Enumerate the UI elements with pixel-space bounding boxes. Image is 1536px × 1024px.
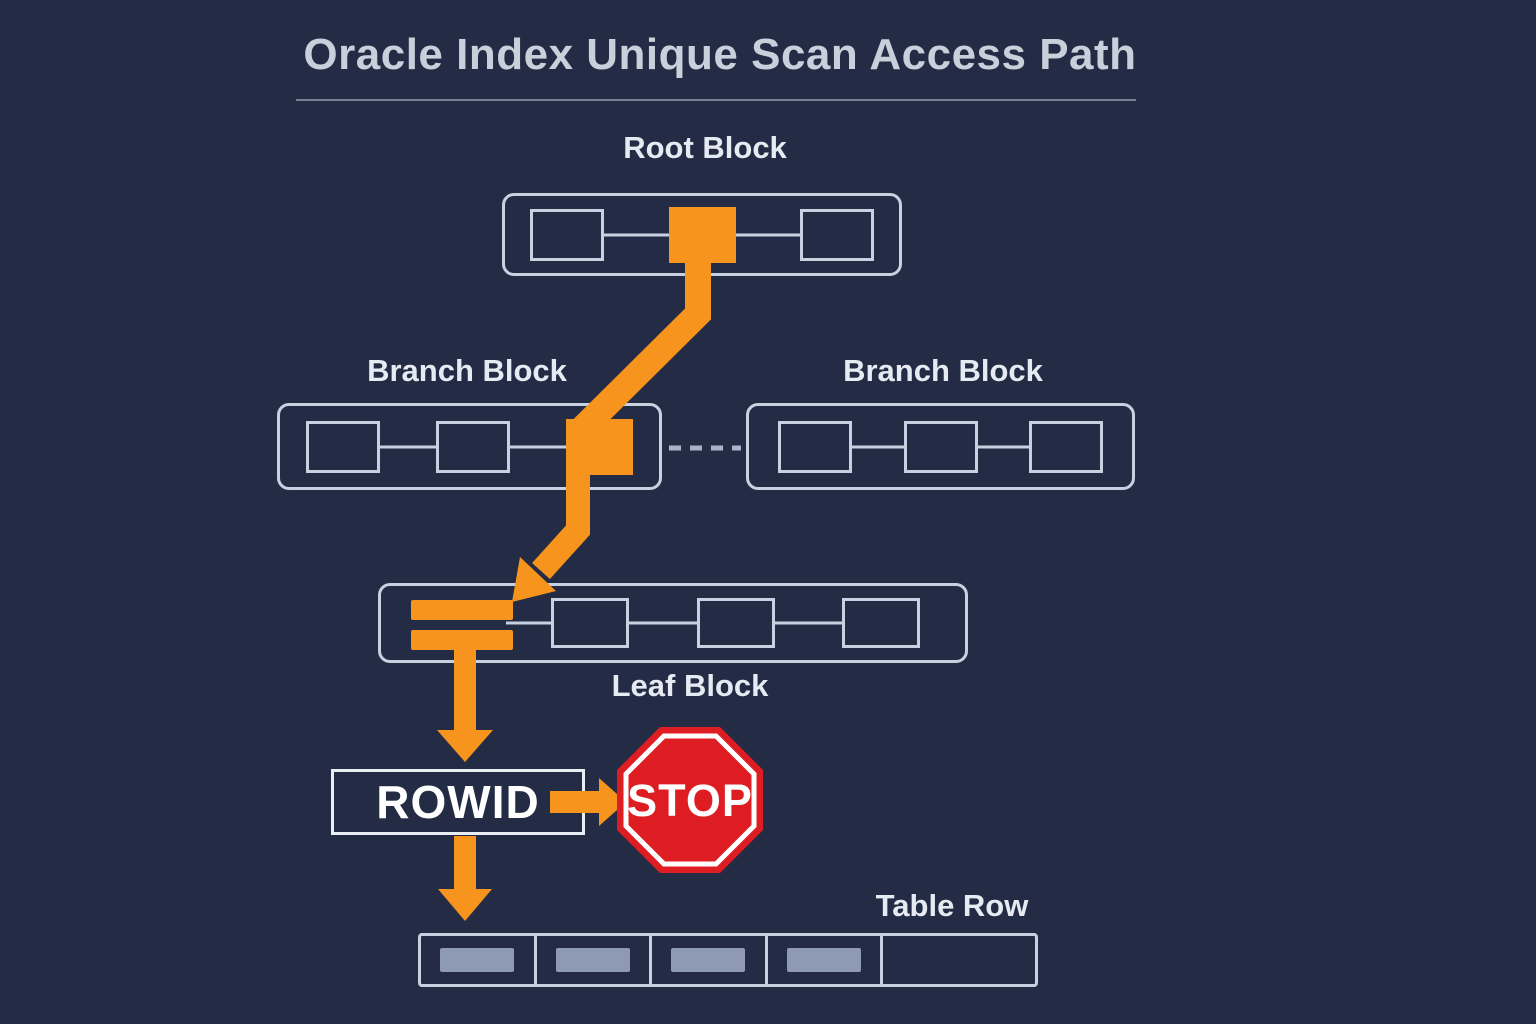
cell-filled xyxy=(768,936,884,984)
title-underline xyxy=(296,99,1136,101)
cell-filled xyxy=(421,936,537,984)
branch-block-right-cells xyxy=(749,406,1132,487)
cell-empty xyxy=(551,598,629,648)
table-row-cells xyxy=(421,936,1035,984)
cell-empty xyxy=(903,420,978,473)
cell-filled xyxy=(537,936,653,984)
leaf-to-rowid-arrowhead-icon xyxy=(437,730,493,762)
branch-block-left xyxy=(277,403,662,490)
cell-empty xyxy=(306,420,380,473)
leaf-block-label: Leaf Block xyxy=(611,668,769,703)
cell-empty xyxy=(436,420,510,473)
branch-block-right-label: Branch Block xyxy=(843,353,1043,388)
rowid-box: ROWID xyxy=(331,769,585,835)
root-block-label: Root Block xyxy=(623,130,787,165)
branch-block-left-cells xyxy=(280,406,659,487)
cell-empty xyxy=(883,936,1035,984)
cell-filled xyxy=(652,936,768,984)
leaf-block-cells xyxy=(551,586,920,660)
leaf-highlight-entry-2 xyxy=(411,630,513,650)
cell-empty xyxy=(778,420,852,473)
cell-empty xyxy=(530,208,604,261)
root-block xyxy=(502,193,902,276)
cell-empty xyxy=(1029,420,1103,473)
table-row-block xyxy=(418,933,1038,987)
leaf-block xyxy=(378,583,968,663)
page-title: Oracle Index Unique Scan Access Path xyxy=(303,30,1137,79)
stop-label: STOP xyxy=(627,775,753,826)
cell-empty xyxy=(696,598,775,648)
rowid-to-table-arrowhead-icon xyxy=(438,889,492,921)
cell-empty xyxy=(800,208,874,261)
rowid-label: ROWID xyxy=(376,776,540,828)
branch-block-left-label: Branch Block xyxy=(367,353,567,388)
root-block-cells xyxy=(505,196,899,273)
cell-empty xyxy=(842,598,920,648)
cell-highlight xyxy=(566,418,633,475)
cell-highlight xyxy=(668,206,736,263)
branch-block-right xyxy=(746,403,1135,490)
leaf-highlight-entry-1 xyxy=(411,600,513,620)
table-row-label: Table Row xyxy=(875,888,1029,923)
